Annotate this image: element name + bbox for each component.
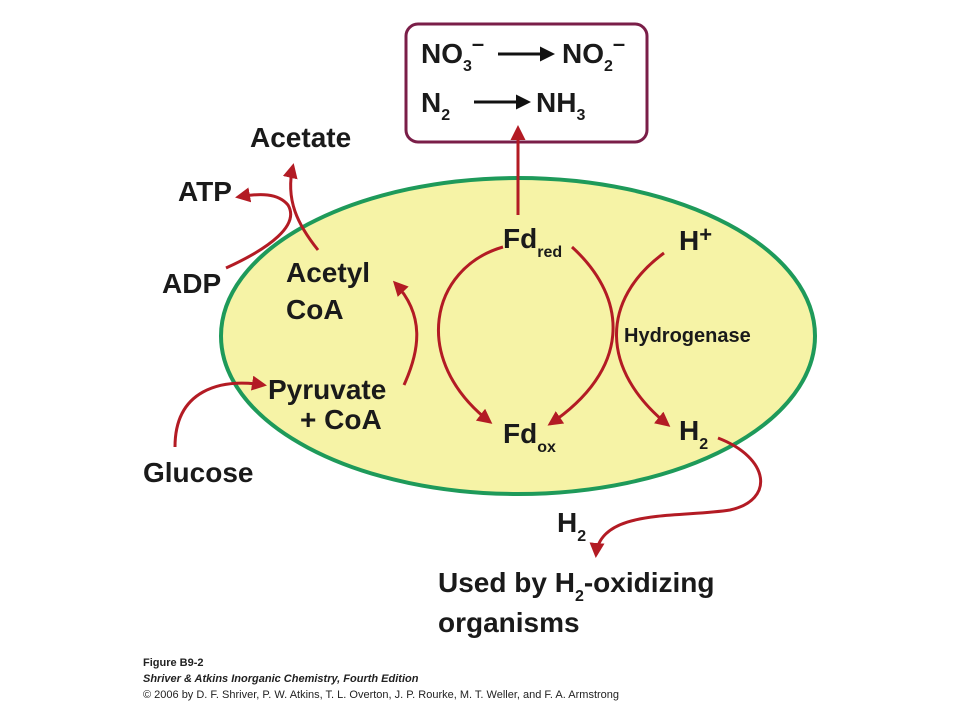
nitrogen-subscript: 2 [441,107,450,124]
pyruvate-label: Pyruvate [268,374,386,405]
used-by-label: Used by H2-oxidizing [438,567,715,605]
nitrate-charge: – [472,31,484,56]
nitrate-label: NO [421,38,463,69]
copyright-line: © 2006 by D. F. Shriver, P. W. Atkins, T… [143,689,620,701]
h-plus-label: H+ [679,222,712,256]
nitrogen-label: N [421,87,441,118]
organisms-label: organisms [438,607,580,638]
coa-label: CoA [286,294,344,325]
adp-label: ADP [162,268,221,299]
atp-label: ATP [178,176,232,207]
acetyl-label: Acetyl [286,257,370,288]
nitrite-charge: – [613,31,625,56]
nitrite-subscript: 2 [604,58,613,75]
products-box [404,22,649,144]
ammonia-label: NH [536,87,576,118]
svg-text:N2: N2 [421,87,450,124]
pyruvate-to-acetyl-arrow [392,280,419,386]
glucose-label: Glucose [143,457,253,488]
acetyl-to-acetate-arrow [282,163,320,251]
nitrate-subscript: 3 [463,58,472,75]
fd-cycle-left-arc [437,245,504,424]
nitrogen-reaction: N2 NH3 [421,87,585,124]
svg-text:NO2–: NO2– [562,31,625,75]
h2-outside-label: H2 [557,507,586,545]
nitrite-label: NO [562,38,604,69]
hydrogenase-arc [615,251,671,427]
h2-inside-label: H2 [679,415,708,453]
fd-cycle-right-arc [547,245,615,426]
figure-number: Figure B9-2 [143,657,204,669]
book-title: Shriver & Atkins Inorganic Chemistry, Fo… [143,673,419,685]
fd-ox-label: Fdox [503,418,556,456]
nitrate-reaction: NO3– NO2– [421,31,625,75]
adp-to-atp-arrow [225,187,293,270]
hydrogenase-label: Hydrogenase [624,325,751,347]
ammonia-subscript: 3 [576,107,585,124]
svg-text:NH3: NH3 [536,87,585,124]
pyruvate-coa-label: + CoA [300,404,382,435]
fd-red-label: Fdred [503,223,562,261]
acetate-label: Acetate [250,122,351,153]
svg-text:NO3–: NO3– [421,31,484,75]
glucose-to-pyruvate-arrow [173,375,267,448]
h2-export-arrow [589,436,763,558]
